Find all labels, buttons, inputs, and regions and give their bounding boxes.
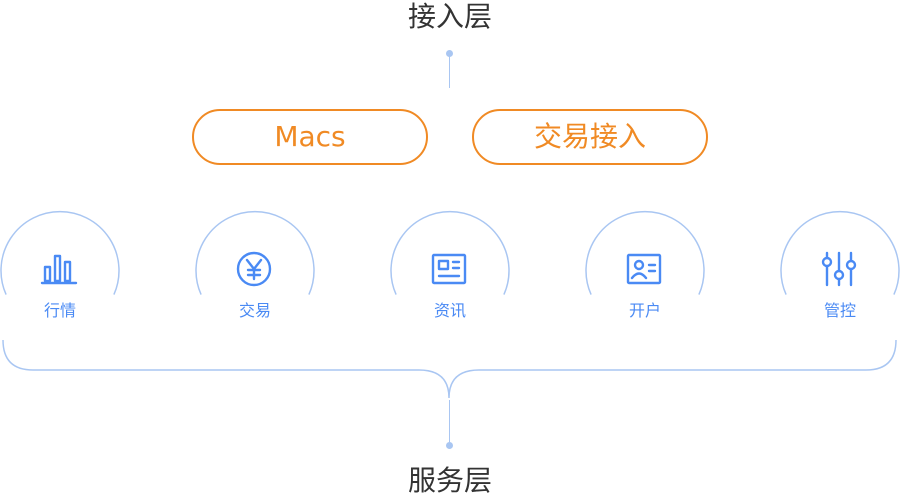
news-card-icon <box>431 253 467 285</box>
service-arc <box>390 210 510 295</box>
sliders-icon <box>821 251 857 287</box>
service-arc <box>0 210 120 295</box>
service-item-control[interactable]: 管控 <box>780 208 900 328</box>
service-item-label: 交易 <box>238 301 271 320</box>
access-layer-title: 接入层 <box>407 0 492 33</box>
connector-dot-top <box>446 50 453 57</box>
service-item-label: 开户 <box>628 301 661 320</box>
service-item-label: 管控 <box>823 301 856 320</box>
service-item-label: 资讯 <box>433 301 466 320</box>
access-item-macs[interactable]: Macs <box>192 109 428 165</box>
yen-coin-icon <box>236 251 272 287</box>
service-item-label: 行情 <box>43 301 76 320</box>
service-arc <box>195 210 315 295</box>
service-item-quotes[interactable]: 行情 <box>0 208 120 328</box>
access-item-trade-access[interactable]: 交易接入 <box>472 109 708 165</box>
connector-dot-bottom <box>446 442 453 449</box>
service-item-news[interactable]: 资讯 <box>390 208 510 328</box>
connector-line-top <box>449 54 450 88</box>
service-layer-title: 服务层 <box>407 464 492 497</box>
bar-chart-icon <box>40 254 78 285</box>
connector-line-bottom <box>449 400 450 442</box>
id-card-icon <box>626 253 662 285</box>
service-arc <box>585 210 705 295</box>
service-item-account-opening[interactable]: 开户 <box>585 208 705 328</box>
service-arc <box>780 210 900 295</box>
service-item-trading[interactable]: 交易 <box>195 208 315 328</box>
